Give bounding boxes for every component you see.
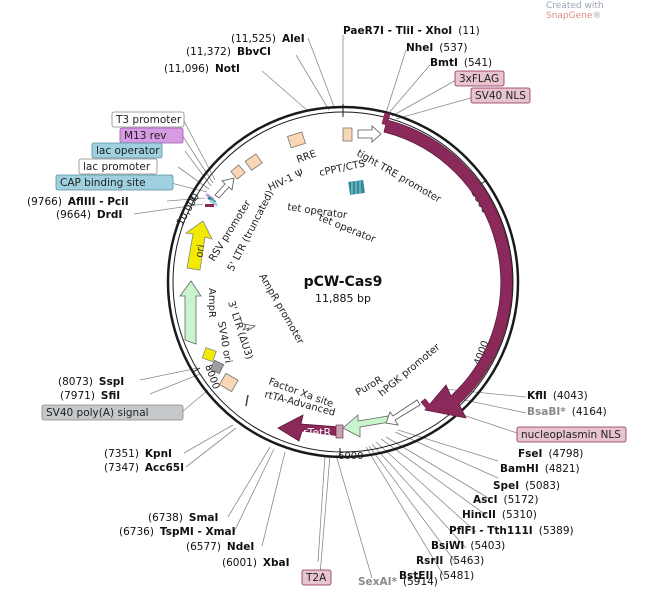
badge-cap-binding-site: CAP binding site [55, 174, 174, 191]
ori-label: ori [194, 244, 207, 259]
cppt-feature[interactable] [342, 127, 353, 142]
badge-sv40-polya: SV40 poly(A) signal [41, 404, 184, 421]
tight-tre-label: tight TRE promoter [355, 148, 444, 206]
rtetr-feature[interactable] [277, 414, 341, 442]
enzyme-rsr: RsrII(5463) [416, 555, 484, 567]
sv40-ori-label: SV40 ori [215, 321, 233, 364]
enzyme-bste: BstEII(5481) [399, 570, 474, 582]
enzyme-ale: (11,525)AleI [231, 33, 305, 45]
watermark: Created with SnapGene® [546, 1, 604, 21]
enzyme-spe: SpeI(5083) [493, 480, 560, 492]
ampr-feature[interactable] [179, 280, 202, 345]
badge-sv40-nls: SV40 NLS [470, 87, 531, 104]
rre-feature[interactable] [286, 131, 306, 149]
tick-label-10000: 10,000 [175, 192, 202, 228]
badge-lac-promoter: lac promoter [78, 158, 158, 175]
rre-label: RRE [295, 149, 318, 166]
hiv1-psi-label: HIV-1 Ψ [267, 168, 306, 194]
plasmid-name: pCW-Cas9 [304, 274, 383, 290]
cas9-label: Cas9 [481, 254, 500, 286]
svg-text:SV40 poly(A) signal: SV40 poly(A) signal [46, 407, 149, 419]
enzyme-bbvc: (11,372)BbvCI [186, 46, 271, 58]
badge-m13-rev: M13 rev [119, 127, 184, 144]
enzyme-sexa: SexAI*(5914) [358, 576, 438, 588]
rsv-promoter-feature[interactable] [214, 177, 235, 199]
enzyme-bmt: BmtI(541) [430, 57, 492, 69]
hpgk-promoter-feature[interactable] [385, 399, 421, 426]
svg-text:3xFLAG: 3xFLAG [459, 73, 499, 85]
nucleoplasmin-block [420, 398, 432, 410]
cppt-label: cPPT/CTS [318, 159, 366, 179]
enzyme-kpn: (7351)KpnI [104, 448, 172, 460]
enzyme-bsab: BsaBI*(4164) [527, 406, 607, 418]
enzyme-bamh: BamHI(4821) [500, 463, 580, 475]
tet-operator-label-2: tet operator [317, 213, 378, 246]
enzyme-pflf: PflFI - Tth111I(5389) [449, 525, 574, 537]
svg-text:T3 promoter: T3 promoter [115, 114, 182, 126]
enzyme-acc65: (7347)Acc65I [104, 462, 184, 474]
cas9-feature[interactable] [383, 119, 513, 419]
enzyme-fse: FseI(4798) [518, 448, 583, 460]
hiv1-psi-feature[interactable] [244, 153, 263, 171]
rtetr-label: rTetR [303, 426, 331, 439]
puror-feature[interactable] [342, 414, 391, 438]
factor-xa-mark [245, 394, 249, 407]
enzyme-hinc: HincII(5310) [462, 509, 537, 521]
ltr5-feature[interactable] [230, 164, 246, 180]
badge-t2a: T2A [301, 569, 332, 586]
badge-t3: T3 promoter [111, 111, 185, 128]
badge-nucleoplasmin-nls: nucleoplasmin NLS [516, 426, 627, 443]
svg-text:M13 rev: M13 rev [124, 130, 167, 142]
enzyme-sfi: (7971)SfiI [60, 390, 120, 402]
enzyme-bsiw: BsiWI(5403) [431, 540, 505, 552]
ampr-label: AmpR [206, 288, 217, 318]
badge-3xflag: 3xFLAG [454, 70, 505, 87]
sv40-ori-small-feature[interactable] [201, 347, 217, 363]
hpgk-label: hPGK promoter [377, 341, 443, 399]
enzyme-sma: (6738)SmaI [148, 512, 218, 524]
ampr-promoter-label: AmpR promoter [256, 272, 306, 347]
svg-text:CAP binding site: CAP binding site [60, 177, 146, 189]
rtetr-end-block [335, 424, 344, 439]
tight-tre-feature[interactable] [357, 125, 382, 143]
enzyme-asc: AscI(5172) [473, 494, 538, 506]
enzyme-xba: (6001)XbaI [222, 557, 290, 569]
enzyme-not: (11,096)NotI [164, 63, 240, 75]
sv40-ori-feature[interactable] [209, 359, 225, 375]
enzyme-ssp: (8073)SspI [58, 376, 124, 388]
enzyme-tspmi: (6736)TspMI - XmaI [119, 526, 236, 538]
ltr3-feature[interactable] [218, 372, 239, 393]
enzyme-nhe: NheI(537) [406, 42, 468, 54]
tick-label-6000: 6000 [338, 451, 363, 462]
svg-text:lac operator: lac operator [96, 145, 160, 157]
enzyme-kfl: KflI(4043) [527, 390, 588, 402]
enzyme-afl3: (9766)AflIII - PciI [27, 196, 129, 208]
badge-lac-operator: lac operator [91, 142, 163, 159]
tet-operator-feature[interactable] [348, 179, 365, 195]
left-small-features [205, 193, 219, 207]
svg-text:nucleoplasmin NLS: nucleoplasmin NLS [521, 429, 621, 441]
enzyme-nde: (6577)NdeI [186, 541, 254, 553]
ampr-promoter-feature[interactable] [241, 323, 257, 332]
svg-text:SV40 NLS: SV40 NLS [475, 90, 526, 102]
svg-text:lac promoter: lac promoter [83, 161, 151, 173]
ori-feature[interactable] [184, 220, 213, 271]
svg-text:T2A: T2A [305, 572, 327, 584]
enzyme-paer7: PaeR7I - TliI - XhoI(11) [343, 25, 480, 37]
enzyme-drd: (9664)DrdI [56, 209, 122, 221]
plasmid-size: 11,885 bp [315, 292, 371, 305]
sv40-nls-block [381, 112, 391, 126]
